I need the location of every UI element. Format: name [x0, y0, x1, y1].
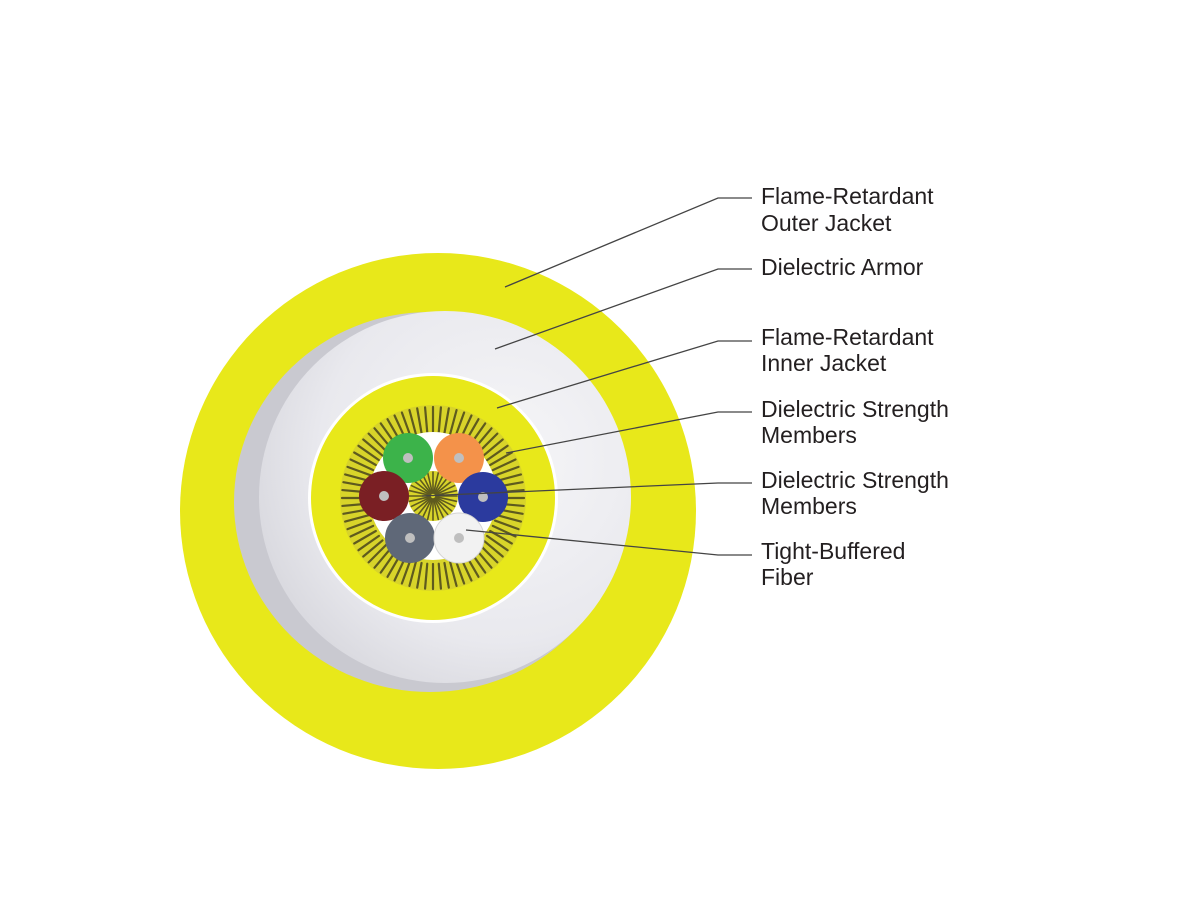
strand — [432, 471, 440, 494]
strand — [493, 465, 520, 477]
label-strength-members-outer-line-2: Members — [761, 422, 857, 448]
strand — [362, 539, 384, 558]
label-strength-members-center-line-2: Members — [761, 493, 857, 519]
strand — [435, 495, 458, 503]
strand — [367, 543, 388, 564]
strand — [482, 438, 504, 457]
strand — [346, 519, 373, 531]
strand — [410, 496, 432, 508]
strand — [482, 539, 504, 558]
leader-line-dielectric-armor — [494, 268, 752, 350]
label-tight-buffered-fiber-line-2: Fiber — [761, 564, 814, 590]
strand — [426, 498, 434, 521]
strand — [443, 561, 450, 589]
strand — [448, 409, 458, 436]
leader-line-outer-jacket — [504, 197, 752, 288]
strand — [489, 451, 513, 467]
strand — [357, 444, 381, 462]
strand — [408, 560, 418, 587]
strand — [448, 560, 458, 587]
leader-line-inner-jacket — [496, 340, 752, 409]
strand — [435, 489, 458, 497]
strand — [408, 489, 431, 497]
strand — [495, 513, 522, 523]
label-strength-members-center: Dielectric Strength Members — [761, 467, 955, 519]
strand — [349, 524, 375, 538]
label-outer-jacket: Flame-Retardant Outer Jacket — [761, 183, 940, 236]
strand — [362, 438, 384, 457]
strand — [433, 473, 445, 495]
label-tight-buffered-fiber: Tight-Buffered Fiber — [761, 538, 912, 590]
strand — [433, 497, 445, 519]
strand — [434, 476, 449, 495]
strand — [454, 558, 466, 585]
leader-line-strength-members-outer — [505, 411, 752, 454]
strand — [367, 432, 388, 453]
strand — [400, 411, 412, 438]
strand — [413, 480, 432, 495]
strand — [346, 465, 373, 477]
strand — [434, 496, 456, 508]
strand — [491, 458, 517, 472]
fiber-white — [433, 512, 485, 564]
leader-line-tight-buffered-fiber — [465, 529, 752, 556]
strand — [454, 411, 466, 438]
strand — [417, 497, 432, 516]
strand — [357, 534, 381, 552]
strand — [493, 519, 520, 531]
label-tight-buffered-fiber-line-1: Tight-Buffered — [761, 538, 905, 564]
label-inner-jacket: Flame-Retardant Inner Jacket — [761, 324, 940, 376]
strand — [426, 471, 434, 494]
strand — [344, 513, 371, 523]
strand — [434, 497, 453, 512]
strand — [353, 529, 377, 545]
fiber-brown — [359, 471, 409, 521]
strand — [421, 497, 433, 519]
strand — [421, 473, 433, 495]
strand — [349, 458, 375, 472]
fiber-blue — [458, 472, 508, 522]
strand — [423, 406, 429, 434]
strand — [416, 407, 423, 435]
label-inner-jacket-line-1: Flame-Retardant — [761, 324, 934, 350]
strand — [432, 498, 440, 521]
strand — [400, 558, 412, 585]
label-dielectric-armor: Dielectric Armor — [761, 254, 924, 280]
strand — [434, 484, 456, 496]
strand — [408, 409, 418, 436]
strand — [437, 406, 443, 434]
label-strength-members-outer-line-1: Dielectric Strength — [761, 396, 949, 422]
strand — [373, 547, 392, 569]
strand — [353, 451, 377, 467]
label-inner-jacket-line-2: Inner Jacket — [761, 350, 887, 376]
strand — [434, 480, 453, 495]
strand — [478, 432, 499, 453]
label-strength-members-center-line-1: Dielectric Strength — [761, 467, 949, 493]
label-strength-members-outer: Dielectric Strength Members — [761, 396, 955, 448]
label-dielectric-armor-line-1: Dielectric Armor — [761, 254, 924, 280]
strand — [416, 561, 423, 589]
strand — [410, 484, 432, 496]
leader-line-strength-members-center — [421, 482, 752, 497]
strand — [485, 534, 509, 552]
strand — [417, 476, 432, 495]
label-outer-jacket-line-1: Flame-Retardant — [761, 183, 934, 209]
label-outer-jacket-line-2: Outer Jacket — [761, 210, 892, 236]
strand — [443, 407, 450, 435]
fiber-green — [383, 433, 433, 483]
fiber-slate — [385, 513, 435, 563]
strand — [485, 444, 509, 462]
strand — [434, 497, 449, 516]
strand — [423, 562, 429, 590]
strand — [437, 562, 443, 590]
strand — [408, 495, 431, 503]
fiber-orange — [434, 433, 484, 483]
central-strength-strands — [408, 471, 458, 521]
strand — [413, 497, 432, 512]
